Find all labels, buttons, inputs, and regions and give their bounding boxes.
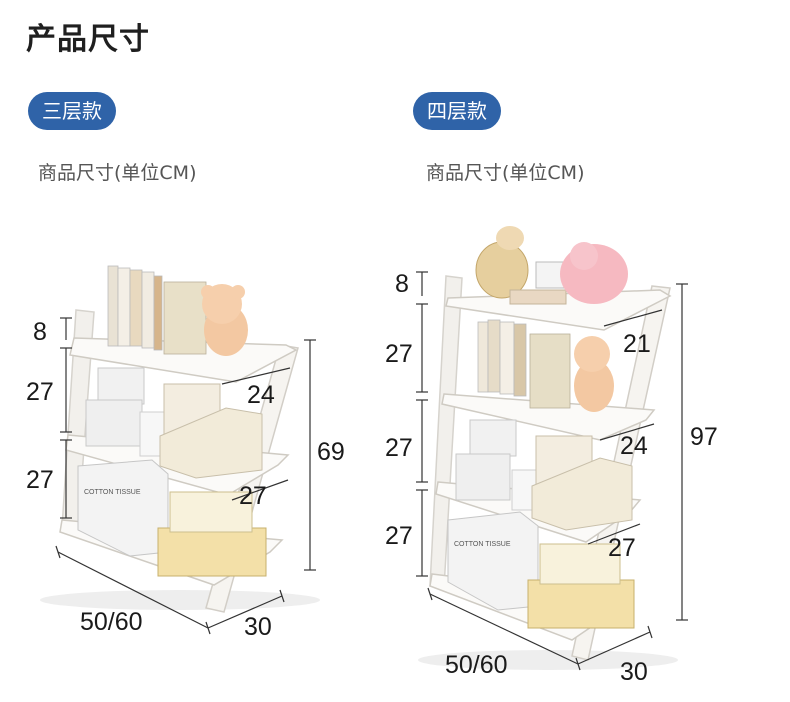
dim-shelf-gap-1-four-tier: 27: [385, 340, 413, 368]
size-unit-label-four-tier: 商品尺寸(单位CM): [426, 162, 585, 184]
dim-depth-four-tier: 30: [620, 658, 648, 686]
four-tier-shelf-image: COTTON TISSUE: [416, 226, 688, 671]
dim-shelf-gap-3-four-tier: 27: [385, 522, 413, 550]
dim-width-three-tier: 50/60: [80, 608, 143, 636]
dim-shelf-gap-2-three-tier: 27: [26, 466, 54, 494]
variant-badge-four-tier: 四层款: [413, 92, 501, 130]
three-tier-shelf-image: COTTON TISSUE: [40, 265, 320, 635]
size-unit-label-three-tier: 商品尺寸(单位CM): [38, 162, 197, 184]
dim-shelf-depth-2-three-tier: 27: [239, 482, 267, 510]
dim-height-four-tier: 97: [690, 423, 718, 451]
dim-shelf-gap-1-three-tier: 27: [26, 378, 54, 406]
dim-shelf-depth-3-four-tier: 27: [608, 534, 636, 562]
dim-shelf-depth-1-three-tier: 24: [247, 381, 275, 409]
dim-shelf-gap-2-four-tier: 27: [385, 434, 413, 462]
tissue-box-label: COTTON TISSUE: [454, 541, 511, 548]
dim-shelf-depth-1-four-tier: 21: [623, 330, 651, 358]
dim-top-gap-four-tier: 8: [395, 270, 409, 298]
tissue-box-label: COTTON TISSUE: [84, 489, 141, 496]
dim-height-three-tier: 69: [317, 438, 345, 466]
dim-depth-three-tier: 30: [244, 613, 272, 641]
variant-badge-three-tier: 三层款: [28, 92, 116, 130]
dim-top-gap-three-tier: 8: [33, 318, 47, 346]
page-title: 产品尺寸: [26, 22, 150, 57]
dim-width-four-tier: 50/60: [445, 651, 508, 679]
dim-shelf-depth-2-four-tier: 24: [620, 432, 648, 460]
